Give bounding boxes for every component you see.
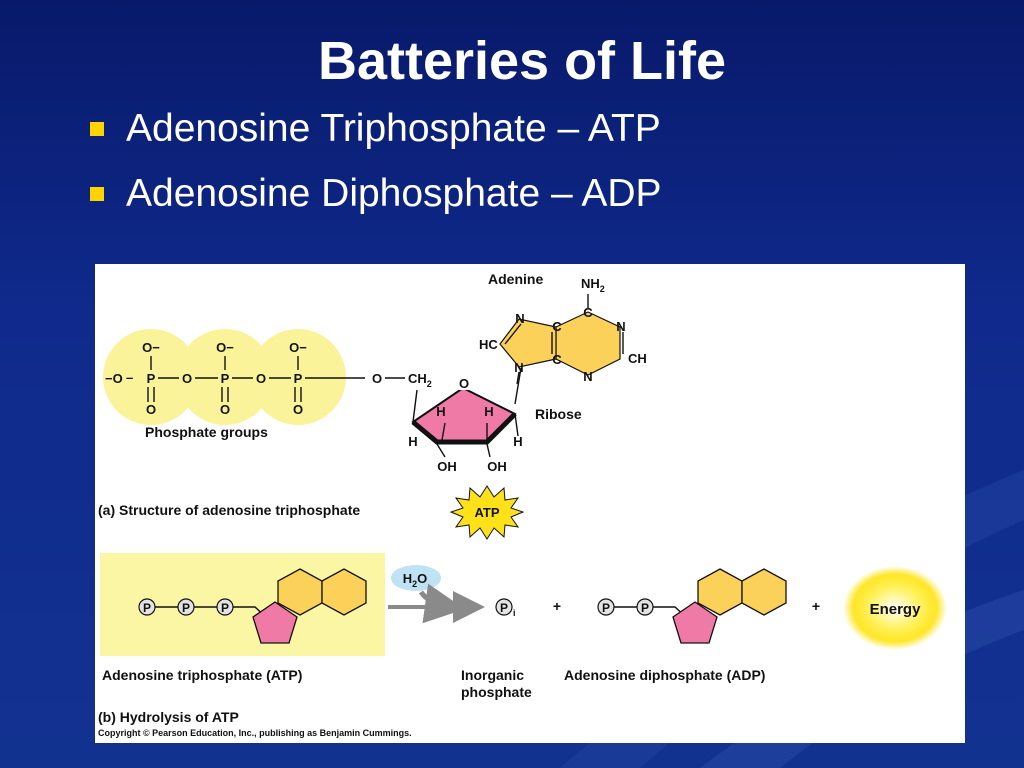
adenine-c: C — [583, 305, 593, 320]
phosphate-o: O — [293, 402, 303, 417]
ch2-label: CH2 — [408, 371, 432, 389]
inorganic-phosphate-icon: P i — [495, 598, 516, 618]
bridge-o: O — [182, 371, 192, 386]
energy-label: Energy — [870, 601, 922, 618]
phosphate-o-minus: O− — [289, 340, 307, 355]
square-bullet-icon — [90, 187, 104, 201]
nh2-label: NH2 — [581, 276, 605, 294]
adenine-ch: CH — [628, 351, 647, 366]
ribose-h: H — [408, 434, 417, 449]
panel-b-caption: (b) Hydrolysis of ATP — [98, 709, 239, 725]
phosphate-circle — [250, 329, 346, 425]
ribose-oh: OH — [437, 459, 457, 474]
adenine-n: N — [515, 311, 524, 326]
ribose-o: O — [459, 376, 469, 391]
panel-a-caption: (a) Structure of adenosine triphosphate — [98, 502, 360, 518]
svg-text:P: P — [182, 601, 190, 615]
bridge-o: O — [256, 371, 266, 386]
phosphate-neg-o: −O — [105, 371, 123, 386]
phosphate-p: P — [294, 371, 303, 386]
adenine-hc: HC — [479, 337, 498, 352]
atp-label: Adenosine triphosphate (ATP) — [102, 667, 302, 683]
ribose-oh: OH — [487, 459, 507, 474]
phosphate-groups-label: Phosphate groups — [145, 424, 268, 440]
slide-title: Batteries of Life — [317, 31, 727, 91]
ribose-h: H — [513, 434, 522, 449]
atp-starburst: ATP — [449, 485, 525, 540]
inorganic-label-line1: Inorganic — [461, 667, 524, 683]
svg-text:P: P — [500, 601, 508, 615]
ribose-ring: O H H H H OH OH Ribose — [408, 367, 582, 474]
plus-sign: + — [553, 598, 561, 614]
ribose-h: H — [436, 404, 445, 419]
svg-text:P: P — [641, 601, 649, 615]
ribose-label: Ribose — [535, 406, 582, 422]
phosphate-o-minus: O− — [216, 340, 234, 355]
atp-figure: −O – O− P O O O− P O O O− P O — [95, 264, 965, 743]
adenine-base: Adenine NH2 N C C N CH N C N HC — [479, 271, 647, 385]
bond: – — [126, 370, 133, 385]
copyright-text: Copyright © Pearson Education, Inc., pub… — [98, 728, 412, 738]
inorganic-label-line2: phosphate — [461, 684, 532, 700]
adenine-n: N — [616, 319, 625, 334]
water-label: H2O — [403, 571, 428, 589]
phosphate-circle — [103, 329, 199, 425]
phosphate-o: O — [146, 402, 156, 417]
phosphate-p: P — [221, 371, 230, 386]
square-bullet-icon — [90, 122, 104, 136]
phosphate-circle — [177, 329, 273, 425]
phosphate-bonds — [147, 356, 365, 402]
bullet-item-adp: Adenosine Diphosphate – ADP — [90, 169, 662, 219]
atp-badge-text: ATP — [474, 505, 499, 520]
ribose-h: H — [484, 404, 493, 419]
phosphate-groups: −O – O− P O O O− P O O O− P O — [103, 329, 365, 440]
adp-label: Adenosine diphosphate (ADP) — [564, 667, 765, 683]
atp-molecule-icon: P P P — [138, 568, 367, 644]
bullet-item-atp: Adenosine Triphosphate – ATP — [90, 104, 661, 154]
svg-text:P: P — [602, 601, 610, 615]
plus-sign: + — [812, 598, 820, 614]
svg-text:P: P — [143, 601, 151, 615]
energy-glow: Energy — [843, 566, 947, 650]
adenine-n: N — [514, 360, 523, 375]
svg-text:i: i — [513, 608, 516, 618]
phosphate-p: P — [147, 371, 156, 386]
adenine-c: C — [552, 319, 562, 334]
bullet-text: Adenosine Diphosphate – ADP — [126, 172, 662, 215]
adenine-n: N — [583, 369, 592, 384]
water-input: H2O — [391, 565, 465, 624]
adp-molecule-icon: P P — [597, 568, 787, 644]
adenine-label: Adenine — [488, 271, 543, 287]
phosphate-o-minus: O− — [142, 340, 160, 355]
adenine-c: C — [552, 352, 562, 367]
phosphate-o: O — [220, 402, 230, 417]
ester-o: O — [372, 371, 382, 386]
svg-text:P: P — [221, 601, 229, 615]
atp-diagram: −O – O− P O O O− P O O O− P O — [98, 271, 947, 738]
bullet-text: Adenosine Triphosphate – ATP — [126, 107, 661, 150]
